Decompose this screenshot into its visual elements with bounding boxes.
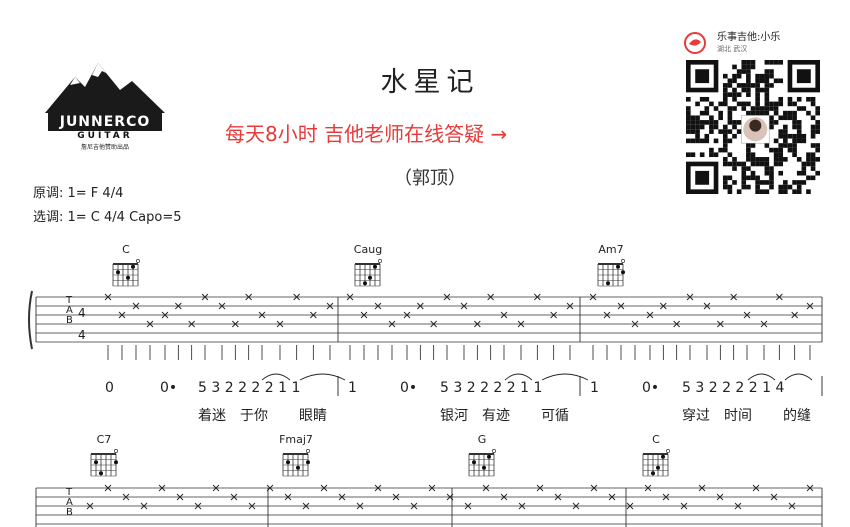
qr-code-icon <box>686 60 820 194</box>
chord-name: G <box>477 433 487 446</box>
chord-diagram: C <box>640 433 672 482</box>
chord-diagram: G <box>466 433 498 482</box>
jianpu-notes: 5 3 2 2 2 2 1 4 <box>682 380 785 396</box>
chord-diagram: C <box>110 243 142 292</box>
chord-grid-icon <box>354 259 382 287</box>
jianpu-note: 1 <box>348 380 357 396</box>
original-key: 原调: 1= F 4/4 <box>33 186 124 201</box>
lyric: 银河 <box>440 408 468 424</box>
chosen-key: 选调: 1= C 4/4 Capo=5 <box>33 210 182 225</box>
junnerco-logo: JUNNERCO GUITAR 詹尼吉他赞助出品 <box>40 55 170 155</box>
chord-grid-icon <box>468 449 496 477</box>
brand-seal-icon <box>682 30 708 60</box>
chord-grid-icon <box>112 259 140 287</box>
lyric: 时间 <box>724 408 752 424</box>
chord-name: Fmaj7 <box>279 433 313 446</box>
tab-staff-row2 <box>35 484 823 527</box>
chord-name: C <box>122 243 130 256</box>
lyric: 着迷 <box>198 408 226 424</box>
chord-grid-icon <box>642 449 670 477</box>
jianpu-note: 0• <box>400 380 418 396</box>
artist-name: （郭顶） <box>394 168 466 189</box>
mountain-logo-icon <box>45 63 165 131</box>
lyric: 可循 <box>541 408 569 424</box>
jianpu-note: 0• <box>160 380 178 396</box>
logo-brand-text: JUNNERCO <box>59 114 151 130</box>
chord-grid-icon <box>597 259 625 287</box>
chord-name: Caug <box>353 243 383 256</box>
tab-staff-row1 <box>28 290 823 360</box>
song-title: 水星记 <box>380 67 480 98</box>
logo-caption: 詹尼吉他赞助出品 <box>80 144 129 151</box>
chord-diagram: Fmaj7 <box>279 433 313 482</box>
chord-name: C <box>652 433 660 446</box>
chord-grid-icon <box>282 449 310 477</box>
promo-banner: 每天8小时 吉他老师在线答疑 → <box>225 122 508 146</box>
lyric: 穿过 <box>682 408 710 424</box>
jianpu-note: 0 <box>105 380 114 396</box>
qr-code[interactable] <box>686 60 820 194</box>
chord-name: C7 <box>96 433 112 446</box>
logo-sub-text: GUITAR <box>77 131 133 141</box>
qr-location: 湖北 武汉 <box>717 45 748 53</box>
lyric: 有迹 <box>482 408 510 424</box>
chord-diagram: C7 <box>88 433 120 482</box>
lyric: 眼睛 <box>299 408 327 424</box>
chord-diagram: Caug <box>352 243 384 292</box>
chord-name: Am7 <box>598 243 624 256</box>
slur-marks <box>261 373 823 396</box>
jianpu-notes: 5 3 2 2 2 2 1 1 <box>440 380 543 396</box>
lyric: 的缝 <box>783 408 811 424</box>
qr-account-name: 乐事吉他:小乐 <box>717 32 781 43</box>
lyric: 于你 <box>240 408 268 424</box>
jianpu-note: 1 <box>590 380 599 396</box>
chord-grid-icon <box>90 449 118 477</box>
jianpu-notes: 5 3 2 2 2 2 1 1 <box>198 380 301 396</box>
jianpu-note: 0• <box>642 380 660 396</box>
chord-diagram: Am7 <box>595 243 627 292</box>
